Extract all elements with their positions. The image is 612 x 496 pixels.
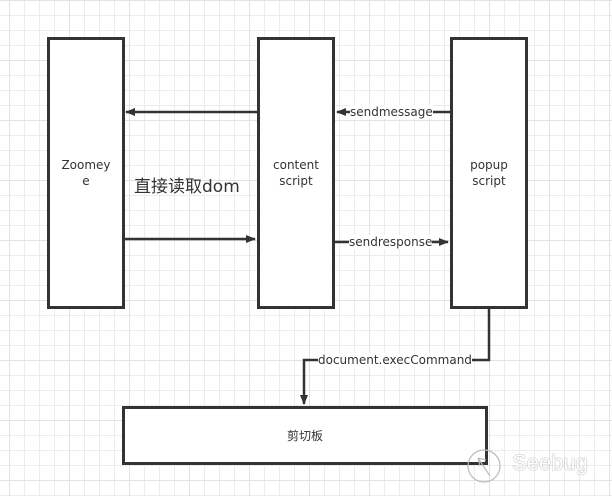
- seebug-logo-icon: [467, 449, 501, 483]
- node-content-script-label: content script: [273, 158, 319, 188]
- node-content-script[interactable]: content script: [257, 37, 335, 309]
- annotation-read-dom: 直接读取dom: [134, 177, 240, 197]
- node-popup-script[interactable]: popup script: [450, 37, 528, 309]
- node-popup-script-label: popup script: [470, 158, 508, 188]
- edge-exec-command-label: document.execCommand: [318, 353, 472, 367]
- edge-sendmessage-label: sendmessage: [350, 105, 433, 119]
- watermark-text: Seebug: [512, 450, 588, 475]
- edge-sendresponse-label: sendresponse: [349, 235, 433, 249]
- node-clipboard[interactable]: 剪切板: [122, 406, 488, 465]
- node-zoomeye-label: Zoomey e: [61, 158, 111, 188]
- node-zoomeye[interactable]: Zoomey e: [47, 37, 125, 309]
- watermark: Seebug: [466, 446, 606, 486]
- node-clipboard-label: 剪切板: [286, 428, 323, 443]
